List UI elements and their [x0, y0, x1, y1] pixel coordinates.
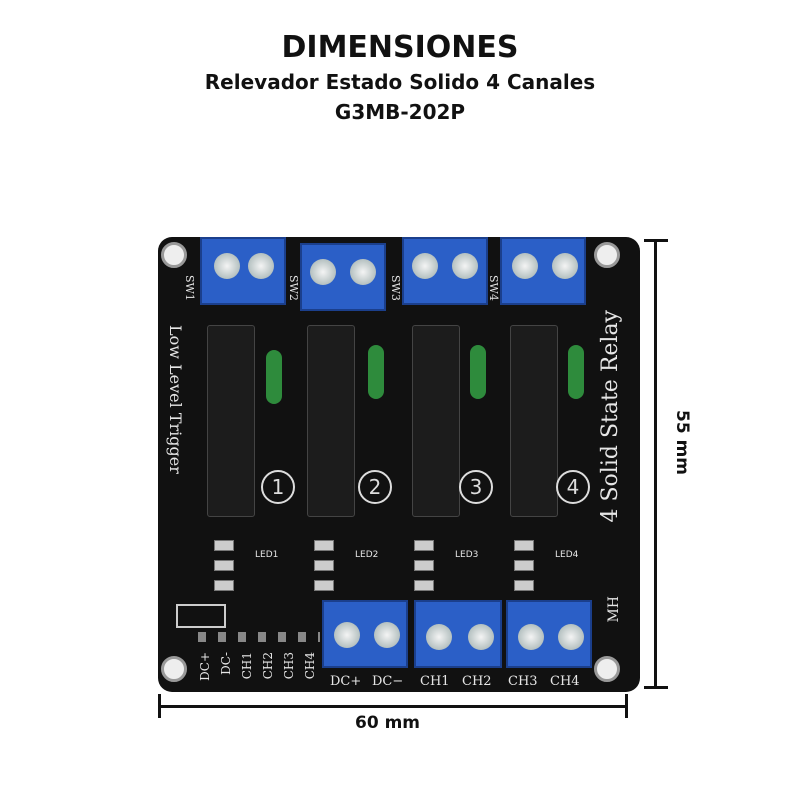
smd-component [314, 540, 334, 551]
terminal-sw2 [300, 243, 386, 311]
terminal-ch1-ch2 [414, 600, 502, 668]
mount-hole [594, 656, 620, 682]
height-label: 55 mm [672, 410, 692, 476]
jumper-header [176, 604, 226, 628]
solid-state-relay-label: 4 Solid State Relay [598, 310, 623, 523]
low-level-trigger-label: Low Level Trigger [166, 325, 185, 474]
height-dimension-line [654, 240, 657, 688]
terminal-power [322, 600, 408, 668]
fuse-1 [266, 350, 282, 404]
mount-hole [594, 242, 620, 268]
label-sw3: SW3 [389, 275, 402, 301]
smd-component [314, 580, 334, 591]
mount-hole [161, 656, 187, 682]
dimension-tick [625, 694, 628, 718]
fuse-3 [470, 345, 486, 399]
led1-label: LED1 [255, 550, 279, 560]
label-sw1: SW1 [183, 275, 196, 301]
smd-component [514, 580, 534, 591]
channel-number-1: 1 [261, 470, 295, 504]
led4-label: LED4 [555, 550, 579, 560]
terminal-label-dc-minus: DC− [372, 674, 404, 689]
pin-ch1: CH1 [240, 652, 254, 680]
smd-component [214, 540, 234, 551]
dimension-tick [644, 239, 668, 242]
pin-header [198, 632, 320, 642]
smd-component [414, 540, 434, 551]
dimension-tick [158, 694, 161, 718]
terminal-label-ch2: CH2 [462, 674, 492, 689]
smd-component [414, 560, 434, 571]
dimension-tick [644, 686, 668, 689]
ssr-1 [207, 325, 255, 517]
fuse-4 [568, 345, 584, 399]
channel-number-3: 3 [459, 470, 493, 504]
subtitle: Relevador Estado Solido 4 Canales [204, 70, 596, 94]
model: G3MB-202P [334, 100, 466, 124]
width-label: 60 mm [355, 713, 421, 733]
pin-ch2: CH2 [261, 652, 275, 680]
led3-label: LED3 [455, 550, 479, 560]
width-dimension-line [160, 705, 627, 708]
channel-number-2: 2 [358, 470, 392, 504]
smd-component [214, 580, 234, 591]
pin-ch3: CH3 [282, 652, 296, 680]
terminal-label-ch3: CH3 [508, 674, 538, 689]
led2-label: LED2 [355, 550, 379, 560]
label-sw4: SW4 [487, 275, 500, 301]
ssr-4 [510, 325, 558, 517]
smd-component [214, 560, 234, 571]
terminal-label-dc-plus: DC+ [330, 674, 362, 689]
smd-component [514, 560, 534, 571]
mount-hole [161, 242, 187, 268]
brand-label: MH [606, 596, 622, 623]
smd-component [414, 580, 434, 591]
smd-component [314, 560, 334, 571]
terminal-label-ch4: CH4 [550, 674, 580, 689]
pin-dc-minus: DC- [219, 652, 233, 675]
fuse-2 [368, 345, 384, 399]
terminal-ch3-ch4 [506, 600, 592, 668]
title: DIMENSIONES [281, 30, 519, 65]
terminal-sw4 [500, 237, 586, 305]
ssr-3 [412, 325, 460, 517]
terminal-sw3 [402, 237, 488, 305]
pin-dc-plus: DC+ [198, 652, 212, 681]
ssr-2 [307, 325, 355, 517]
pin-ch4: CH4 [303, 652, 317, 680]
terminal-label-ch1: CH1 [420, 674, 450, 689]
channel-number-4: 4 [556, 470, 590, 504]
smd-component [514, 540, 534, 551]
terminal-sw1 [200, 237, 286, 305]
label-sw2: SW2 [287, 275, 300, 301]
